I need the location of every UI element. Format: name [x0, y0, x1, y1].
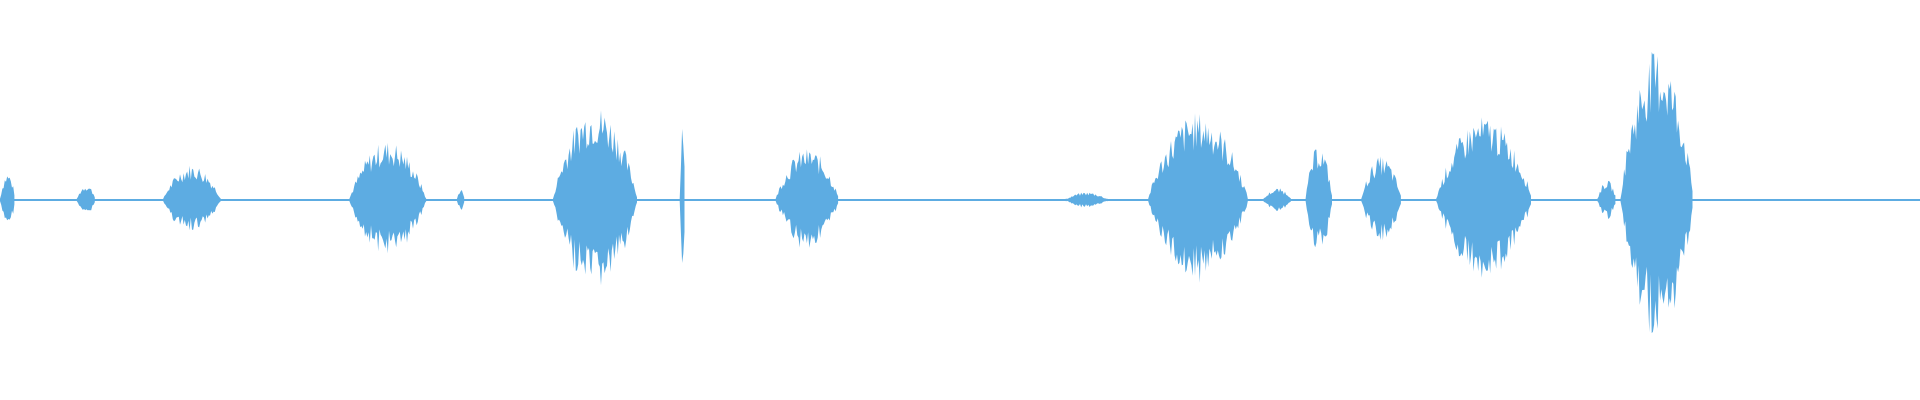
waveform-segment: [553, 110, 637, 286]
waveform-segment: [163, 165, 221, 231]
waveform-segment: [349, 142, 427, 254]
waveform-segment: [457, 190, 465, 210]
waveform-segment: [1436, 117, 1531, 278]
waveform-baseline: [0, 199, 1920, 201]
waveform-segment: [775, 149, 839, 248]
waveform-segment: [0, 176, 15, 221]
waveform-segment: [1263, 188, 1291, 211]
waveform-segment: [1148, 113, 1248, 283]
waveform-segment: [1361, 156, 1401, 241]
waveform-segment: [76, 188, 95, 211]
waveform-segment: [1620, 52, 1693, 334]
waveform-segment: [1597, 180, 1616, 219]
waveform-segment: [1305, 149, 1332, 248]
waveform-segment: [679, 128, 685, 263]
waveform-segment: [1065, 192, 1108, 208]
waveform-trace: [0, 52, 1920, 334]
